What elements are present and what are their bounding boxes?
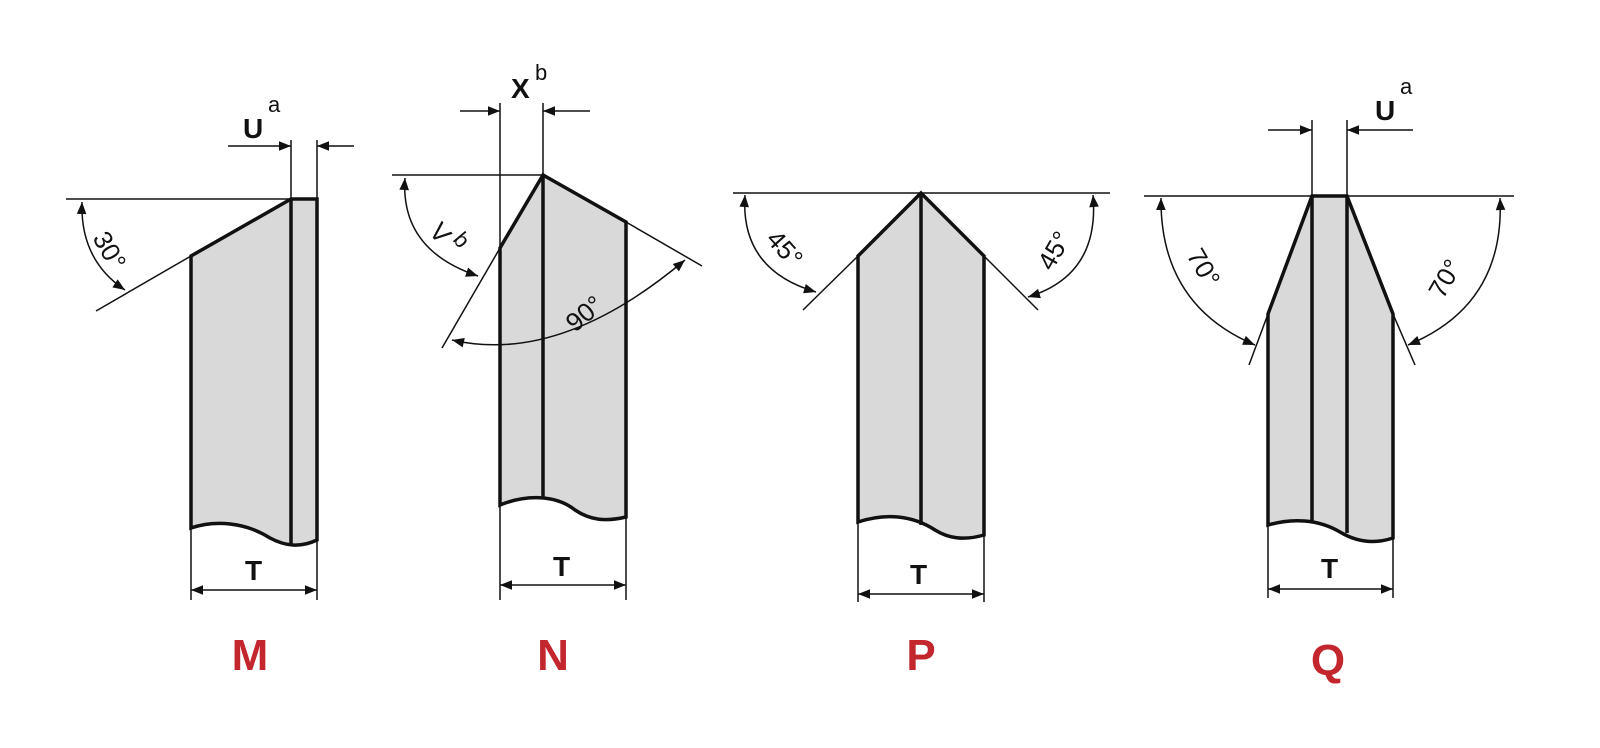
tool-label-m: M bbox=[232, 631, 269, 680]
dim-sup: b bbox=[535, 60, 547, 85]
dim-label-x: X bbox=[511, 73, 530, 104]
angle-label-45-right: 45° bbox=[1031, 226, 1077, 275]
angle-arc-30 bbox=[76, 201, 126, 291]
dim-sup: a bbox=[268, 92, 281, 117]
tool-q-body bbox=[1266, 194, 1395, 544]
tool-label-p: P bbox=[906, 631, 935, 680]
dim-label-u: U bbox=[243, 113, 263, 144]
angle-label-30: 30° bbox=[87, 226, 133, 275]
tool-label-q: Q bbox=[1311, 636, 1345, 685]
tool-n-body bbox=[498, 172, 628, 522]
width-label: T bbox=[910, 559, 927, 590]
tool-label-n: N bbox=[537, 631, 569, 680]
dim-label-u: U bbox=[1375, 95, 1395, 126]
angle-line bbox=[95, 255, 192, 312]
tool-q: 70° 70° U a T Q bbox=[1144, 74, 1514, 685]
width-label: T bbox=[245, 555, 262, 586]
width-label: T bbox=[1321, 553, 1338, 584]
dim-sup: a bbox=[1400, 74, 1413, 99]
width-label: T bbox=[553, 551, 570, 582]
angle-label-70-left: 70° bbox=[1181, 243, 1227, 292]
tool-m: 30° U a T M bbox=[66, 92, 354, 680]
angle-label-70-right: 70° bbox=[1422, 254, 1468, 303]
tool-n: V b 90° X b T N bbox=[392, 60, 703, 680]
angle-arc-90 bbox=[451, 259, 686, 348]
tool-p: 45° 45° T P bbox=[733, 190, 1110, 680]
tool-m-body bbox=[189, 197, 319, 547]
